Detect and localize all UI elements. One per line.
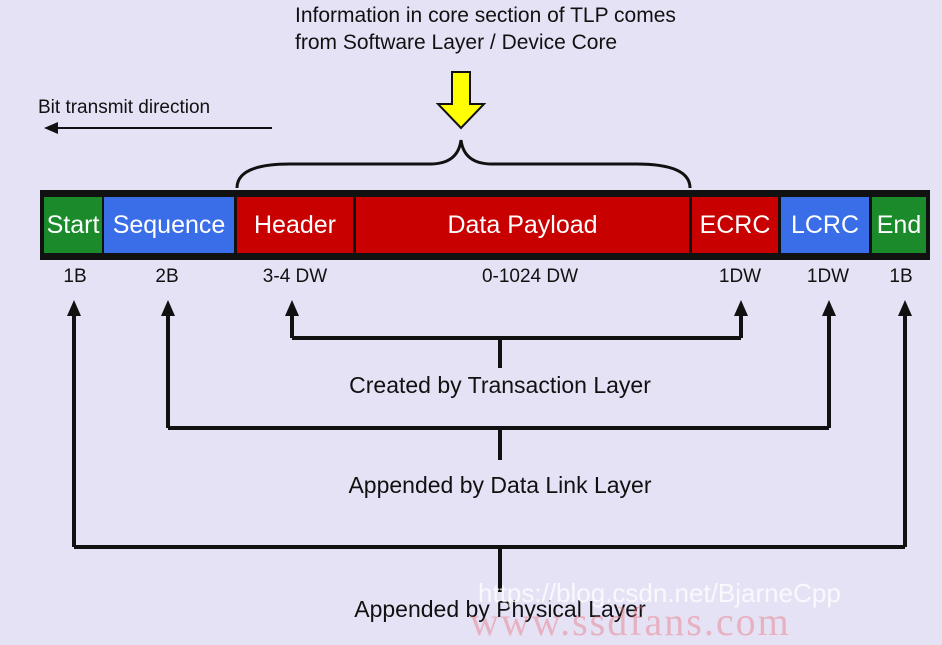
caption-physical-layer: Appended by Physical Layer [354,596,646,622]
size-lcrc: 1DW [806,266,850,287]
watermark-csdn: https://blog.csdn.net/BjarneCpp [478,578,841,608]
core-section-note-line-1: Information in core section of TLP comes [295,4,676,27]
field-lcrc: LCRC [781,197,869,253]
transaction-bracket [290,314,743,368]
field-data-payload: Data Payload [356,197,689,253]
core-section-note: Information in core section of TLP comes… [295,2,676,56]
field-end: End [872,197,926,253]
field-sequence: Sequence [104,197,234,253]
size-header: 3-4 DW [262,266,328,287]
caption-data-link-layer: Appended by Data Link Layer [348,472,652,498]
size-data-payload: 0-1024 DW [481,266,579,287]
field-start: Start [44,197,102,253]
direction-label: Bit transmit direction [38,97,211,118]
field-header: Header [237,197,353,253]
yellow-down-arrow-icon [435,71,487,130]
size-ecrc: 1DW [718,266,762,287]
core-section-note-line-2: from Software Layer / Device Core [295,31,618,54]
data-link-bracket [166,314,831,460]
watermark-ssdfans: www.ssdfans.com [470,599,791,644]
size-sequence: 2B [155,266,179,287]
direction-arrow-head [44,122,58,134]
caption-transaction-layer: Created by Transaction Layer [349,372,651,398]
physical-bracket [72,314,907,592]
size-start: 1B [63,266,87,287]
field-ecrc: ECRC [692,197,778,253]
curly-brace [235,139,692,189]
size-end: 1B [889,266,913,287]
